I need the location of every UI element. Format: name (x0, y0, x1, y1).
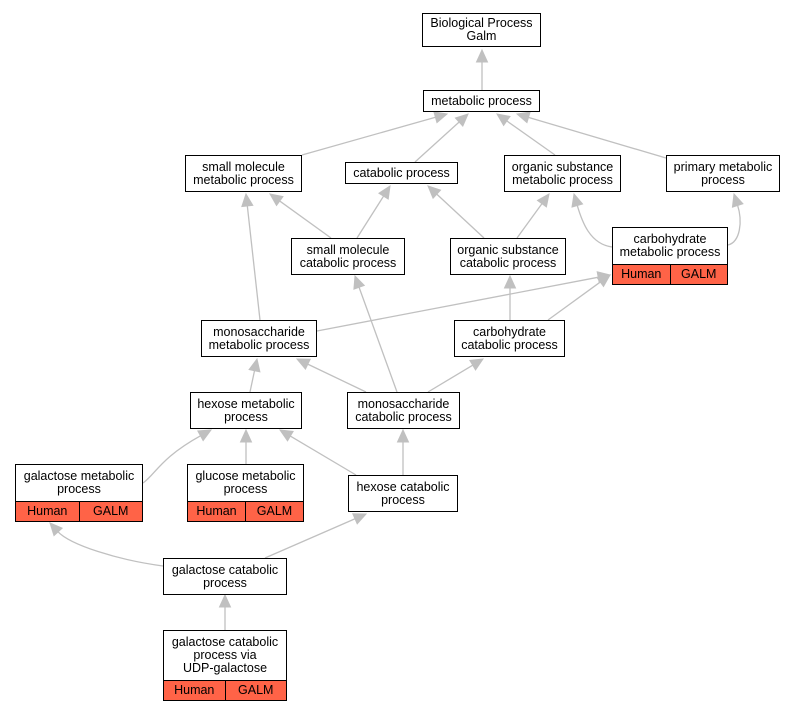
go-term-node-metabolic[interactable]: metabolic process (423, 90, 540, 112)
edge-monosacch_cat-to-monosacch_met (306, 363, 367, 393)
arrowhead-hexose_cat-to-hexose_met (278, 429, 294, 442)
arrowhead-hexose_met-to-monosacch_met (248, 357, 261, 373)
arrowhead-carb_met-to-org_sub_met (571, 192, 584, 208)
edge-org_sub_cat-to-catabolic (435, 193, 485, 239)
edge-small_mol_cat-to-small_mol_met (278, 199, 332, 239)
go-term-node-hexose-met[interactable]: hexose metabolic process (190, 392, 302, 429)
go-term-node-galactose-cat-udp[interactable]: galactose catabolic process via UDP-gala… (163, 630, 287, 701)
edge-hexose_met-to-monosacch_met (249, 369, 256, 393)
arrowhead-small_mol_cat-to-catabolic (378, 184, 391, 200)
gene-cell[interactable]: GALM (245, 502, 303, 521)
go-term-label: hexose metabolic process (197, 396, 295, 424)
arrowhead-galactose_cat-to-galactose_met (49, 522, 64, 537)
go-term-label: galactose metabolic process (23, 469, 135, 496)
go-term-label: organic substance catabolic process (457, 242, 559, 270)
arrowhead-org_sub_cat-to-catabolic (427, 185, 442, 200)
go-term-node-monosacch-met[interactable]: monosaccharide metabolic process (201, 320, 317, 357)
go-term-label: metabolic process (431, 93, 532, 108)
arrowhead-org_sub_cat-to-org_sub_met (536, 193, 550, 208)
go-term-label: carbohydrate catabolic process (461, 324, 558, 352)
go-term-node-galactose-cat[interactable]: galactose catabolic process (163, 558, 287, 595)
go-term-label: hexose catabolic process (356, 479, 450, 507)
go-term-node-primary-met[interactable]: primary metabolic process (666, 155, 780, 192)
arrowhead-monosacch_cat-to-small_mol_cat (353, 274, 366, 290)
edge-org_sub_met-to-metabolic (505, 119, 556, 156)
edge-org_sub_cat-to-org_sub_met (516, 202, 544, 239)
gene-cell[interactable]: GALM (78, 502, 142, 521)
go-term-node-small-mol-met[interactable]: small molecule metabolic process (185, 155, 302, 192)
arrowhead-monosacch_cat-to-carb_cat (469, 358, 485, 371)
arrowhead-catabolic-to-metabolic (454, 113, 469, 128)
go-term-node-bp[interactable]: Biological Process Galm (422, 13, 541, 47)
edge-catabolic-to-metabolic (414, 120, 461, 163)
go-term-label: monosaccharide metabolic process (208, 324, 310, 352)
arrowhead-carb_cat-to-org_sub_cat (503, 274, 517, 289)
edge-galactose_cat-to-hexose_cat (264, 517, 357, 559)
arrowhead-galactose_cat_udp-to-galactose_cat (218, 593, 232, 608)
edge-monosacch_met-to-carb_met (316, 276, 600, 332)
go-term-label: glucose metabolic process (195, 469, 296, 496)
gene-cell[interactable]: GALM (224, 681, 286, 700)
go-term-node-carb-cat[interactable]: carbohydrate catabolic process (454, 320, 565, 357)
go-term-label: Biological Process Galm (430, 16, 533, 43)
arrowhead-hexose_cat-to-monosacch_cat (396, 428, 410, 443)
go-term-node-hexose-cat[interactable]: hexose catabolic process (348, 475, 458, 512)
edge-monosacch_met-to-small_mol_met (246, 204, 261, 321)
arrowhead-galactose_cat-to-hexose_cat (352, 513, 368, 525)
edge-hexose_cat-to-hexose_met (289, 435, 357, 476)
arrowhead-galactose_met-to-hexose_met (197, 429, 213, 442)
species-cell[interactable]: Human (16, 502, 79, 521)
go-term-node-org-sub-met[interactable]: organic substance metabolic process (504, 155, 621, 192)
arrowhead-carb_cat-to-carb_met (596, 274, 611, 288)
go-term-label: catabolic process (353, 165, 450, 180)
edge-primary_met-to-metabolic (527, 116, 667, 159)
go-term-label: monosaccharide catabolic process (355, 396, 452, 424)
arrowhead-primary_met-to-metabolic (515, 111, 531, 124)
go-term-node-small-mol-cat[interactable]: small molecule catabolic process (291, 238, 405, 275)
arrowhead-glucose_met-to-hexose_met (239, 428, 253, 443)
species-cell[interactable]: Human (613, 265, 670, 284)
edge-carb_met-to-org_sub_met (576, 204, 613, 248)
go-term-label: small molecule metabolic process (193, 159, 294, 187)
edge-small_mol_cat-to-catabolic (356, 194, 385, 239)
arrowhead-small_mol_cat-to-small_mol_met (269, 193, 284, 207)
go-term-label: galactose catabolic process (171, 562, 279, 590)
go-term-label: organic substance metabolic process (511, 159, 614, 187)
go-term-label: carbohydrate metabolic process (619, 232, 721, 259)
go-term-node-org-sub-cat[interactable]: organic substance catabolic process (450, 238, 566, 275)
species-cell[interactable]: Human (164, 681, 225, 700)
edge-galactose_cat-to-galactose_met (56, 530, 164, 567)
edge-carb_cat-to-carb_met (547, 280, 602, 321)
gene-cell[interactable]: GALM (669, 265, 727, 284)
edge-galactose_met-to-hexose_met (142, 434, 202, 484)
arrowhead-small_mol_met-to-metabolic (433, 111, 449, 124)
go-term-label: small molecule catabolic process (299, 242, 397, 270)
go-term-label: galactose catabolic process via UDP-gala… (171, 635, 279, 675)
go-term-label: primary metabolic process (673, 159, 773, 187)
go-term-node-monosacch-cat[interactable]: monosaccharide catabolic process (347, 392, 460, 429)
edge-monosacch_cat-to-carb_cat (427, 364, 474, 393)
arrowhead-monosacch_met-to-small_mol_met (241, 192, 254, 208)
arrowhead-monosacch_cat-to-monosacch_met (295, 358, 311, 371)
arrowhead-metabolic-to-bp (475, 48, 489, 63)
species-cell[interactable]: Human (188, 502, 245, 521)
edge-monosacch_cat-to-small_mol_cat (358, 286, 398, 393)
edge-carb_met-to-primary_met (727, 204, 741, 246)
edge-small_mol_met-to-metabolic (301, 116, 437, 156)
go-term-node-catabolic[interactable]: catabolic process (345, 162, 458, 184)
arrowhead-org_sub_met-to-metabolic (496, 113, 511, 127)
arrowhead-carb_met-to-primary_met (731, 192, 744, 208)
